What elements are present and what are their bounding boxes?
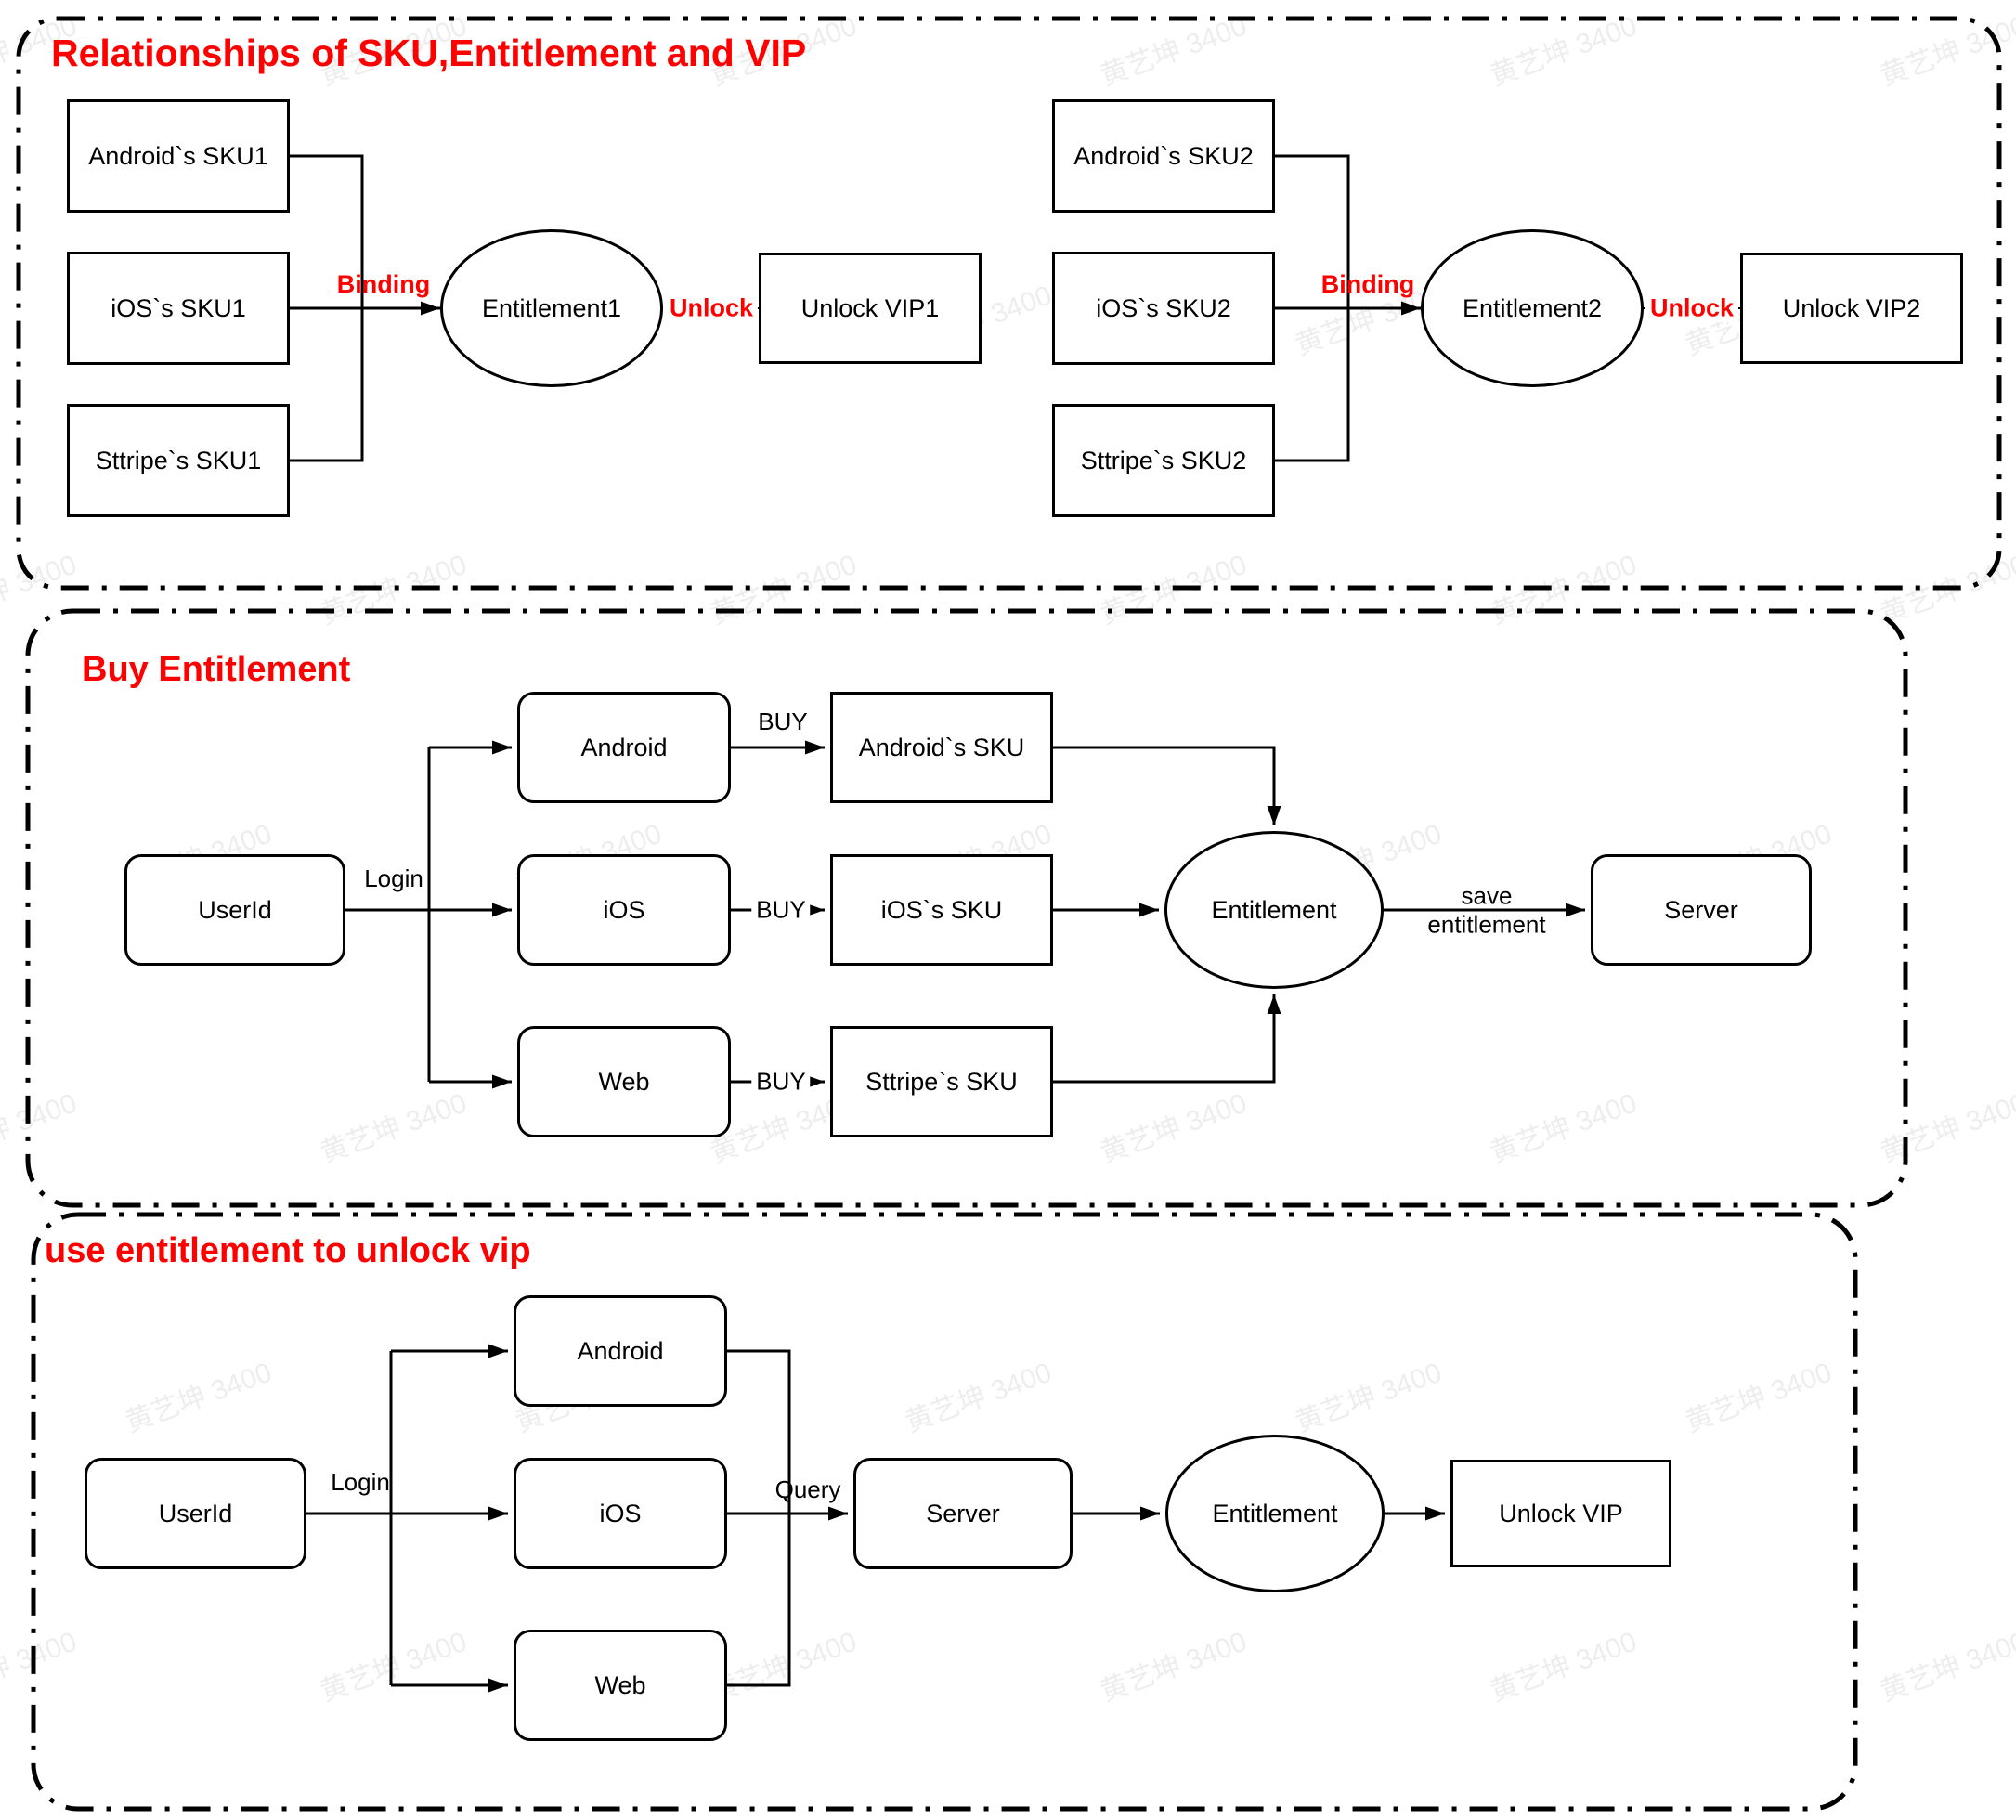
box-platform-android-unlock: Android [514,1295,727,1407]
box-userid-unlock: UserId [85,1458,306,1569]
box-platform-ios-buy: iOS [517,854,731,966]
binding-label-right: Binding [1320,270,1415,298]
box-android-sku-buy: Android`s SKU [830,692,1053,803]
buy-label-2: BUY [751,895,811,925]
ellipse-entitlement-unlock: Entitlement [1165,1435,1385,1592]
ellipse-entitlement1: Entitlement1 [440,229,663,387]
save-entitlement-line2: entitlement [1427,910,1546,938]
box-server-buy: Server [1591,854,1812,966]
box-unlock-vip1: Unlock VIP1 [759,253,982,364]
query-label: Query [774,1476,841,1503]
box-sttripe-sku1: Sttripe`s SKU1 [67,404,290,517]
box-server-unlock: Server [853,1458,1073,1569]
box-sttripe-sku2: Sttripe`s SKU2 [1052,404,1275,517]
sku-to-entitlement-arrow [1053,994,1281,1084]
buy-label-1: BUY [758,708,808,735]
box-ios-sku2: iOS`s SKU2 [1052,252,1275,365]
ellipse-entitlement2: Entitlement2 [1421,229,1644,387]
save-entitlement-label: save entitlement [1427,881,1545,938]
box-ios-sku-buy: iOS`s SKU [830,854,1053,966]
login-label-unlock: Login [331,1468,390,1496]
box-unlock-vip2: Unlock VIP2 [1740,253,1963,364]
box-sttripe-sku-buy: Sttripe`s SKU [830,1026,1053,1138]
unlock-label-right: Unlock [1645,293,1739,323]
section2-border [25,608,1908,1208]
section3-title: use entitlement to unlock vip [45,1231,531,1270]
box-android-sku2: Android`s SKU2 [1052,99,1275,213]
box-ios-sku1: iOS`s SKU1 [67,252,290,365]
section3-border [31,1212,1858,1812]
section2-title: Buy Entitlement [82,650,351,689]
box-android-sku1: Android`s SKU1 [67,99,290,213]
box-unlock-vip: Unlock VIP [1450,1460,1671,1567]
save-entitlement-line1: save [1461,881,1513,910]
box-platform-web-unlock: Web [514,1630,727,1741]
section1-border [16,16,2002,591]
section1-title: Relationships of SKU,Entitlement and VIP [51,32,807,74]
box-platform-android-buy: Android [517,692,731,803]
box-platform-ios-unlock: iOS [514,1458,727,1569]
unlock-label-left: Unlock [664,293,759,323]
binding-label-left: Binding [336,270,431,298]
ellipse-entitlement-buy: Entitlement [1164,831,1384,989]
buy-label-3: BUY [751,1067,811,1097]
box-platform-web-buy: Web [517,1026,731,1138]
sku-to-entitlement-arrow [1053,746,1281,826]
login-label-buy: Login [364,864,423,892]
box-userid-buy: UserId [124,854,345,966]
